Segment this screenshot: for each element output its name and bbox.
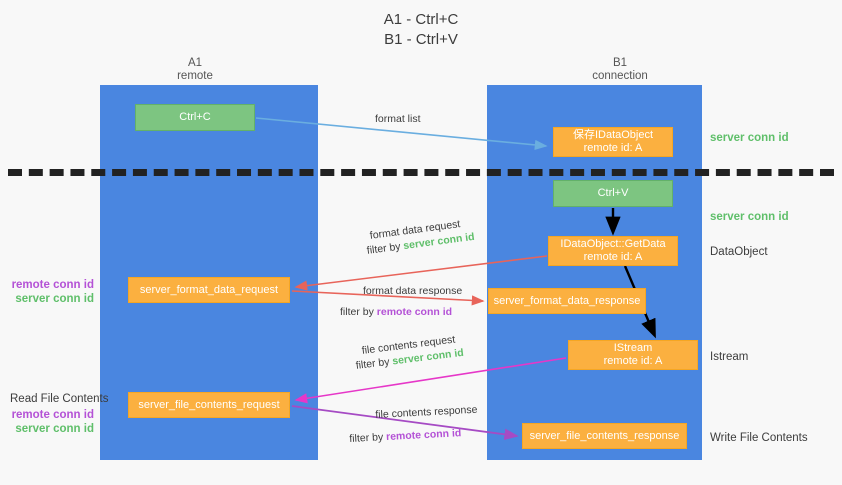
annotation-read-file-contents: Read File Contents: [10, 393, 109, 405]
box-server-format-data-request[interactable]: server_format_data_request: [128, 277, 290, 303]
column-header-b1: B1 connection: [545, 57, 695, 83]
annotation-server-conn-id-a: server conn id: [15, 293, 94, 305]
label-fdreq-filter-prefix: filter by: [366, 240, 405, 257]
box-ctrl-v-label: Ctrl+V: [597, 187, 629, 199]
box-idataobject[interactable]: 保存IDataObject remote id: A: [553, 127, 673, 157]
label-fcresp-filter-key: remote conn id: [385, 427, 462, 444]
box-idataobject-getdata[interactable]: IDataObject::GetData remote id: A: [548, 236, 678, 266]
box-server-format-data-request-label: server_format_data_request: [139, 283, 279, 296]
label-format-data-response: format data response: [363, 285, 463, 297]
box-idataobject-title: 保存IDataObject: [572, 129, 654, 141]
box-istream[interactable]: IStream remote id: A: [568, 340, 698, 370]
label-fdresp-filter-key: remote conn id: [376, 306, 453, 318]
label-file-contents-response: file contents response: [375, 403, 478, 421]
column-a1-role: remote: [177, 70, 213, 82]
title-line-1: A1 - Ctrl+C: [383, 11, 459, 28]
page-title: A1 - Ctrl+C B1 - Ctrl+V: [0, 10, 842, 50]
phase-divider: [8, 169, 834, 176]
title-line-2: B1 - Ctrl+V: [384, 31, 458, 48]
annotation-server-conn-id-top: server conn id: [710, 132, 789, 144]
box-istream-title: IStream: [613, 342, 653, 354]
box-server-file-contents-response-label: server_file_contents_response: [529, 429, 680, 442]
annotation-istream: Istream: [710, 351, 749, 363]
annotation-server-conn-id-b: server conn id: [15, 423, 94, 435]
box-ctrl-c[interactable]: Ctrl+C: [135, 104, 255, 131]
annotation-write-file-contents: Write File Contents: [710, 432, 808, 444]
label-format-list: format list: [375, 113, 421, 125]
label-fcreq-filter-prefix: filter by: [355, 355, 394, 372]
box-server-file-contents-request-label: server_file_contents_request: [138, 398, 280, 411]
box-idataobject-subtitle: remote id: A: [583, 142, 643, 154]
box-ctrl-v[interactable]: Ctrl+V: [553, 180, 673, 207]
label-format-data-response-filter: filter by remote conn id: [340, 305, 452, 319]
annotation-server-conn-id-mid: server conn id: [710, 211, 789, 223]
annotation-dataobject: DataObject: [710, 246, 768, 258]
box-server-format-data-response-label: server_format_data_response: [493, 294, 641, 307]
box-ctrl-c-label: Ctrl+C: [179, 111, 211, 123]
label-file-contents-response-filter: filter by remote conn id: [349, 426, 462, 446]
box-server-format-data-response[interactable]: server_format_data_response: [488, 288, 646, 314]
annotation-remote-conn-id-b: remote conn id: [11, 409, 94, 421]
column-b1-role: connection: [592, 70, 648, 82]
column-a1-name: A1: [187, 57, 203, 69]
annotation-conn-ids-format: remote conn id server conn id: [10, 278, 94, 306]
label-fdresp-filter-prefix: filter by: [340, 306, 377, 318]
column-header-a1: A1 remote: [120, 57, 270, 83]
box-server-file-contents-response[interactable]: server_file_contents_response: [522, 423, 687, 449]
box-istream-subtitle: remote id: A: [603, 355, 663, 367]
box-getdata-subtitle: remote id: A: [583, 251, 643, 263]
annotation-read-file-contents-group: Read File Contents remote conn id server…: [10, 392, 120, 436]
label-fcresp-filter-prefix: filter by: [349, 431, 387, 445]
annotation-remote-conn-id-a: remote conn id: [11, 279, 94, 291]
box-server-file-contents-request[interactable]: server_file_contents_request: [128, 392, 290, 418]
box-getdata-title: IDataObject::GetData: [560, 238, 666, 250]
column-b1-name: B1: [612, 57, 628, 69]
